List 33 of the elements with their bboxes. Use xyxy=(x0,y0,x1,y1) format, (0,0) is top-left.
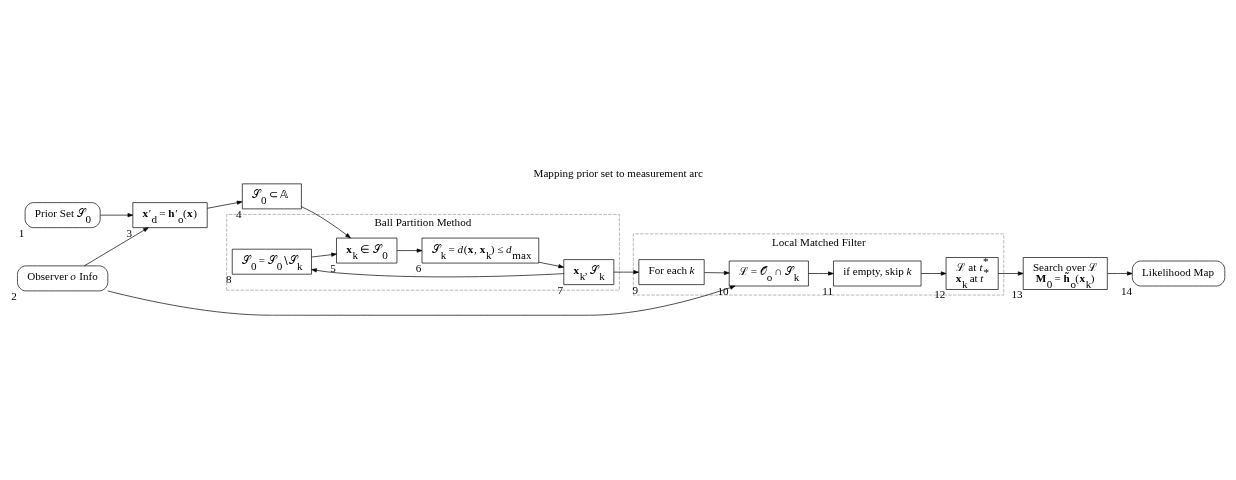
arrow xyxy=(301,205,351,238)
arrow xyxy=(100,212,134,217)
node-label: 9 xyxy=(632,283,639,296)
arrow xyxy=(920,270,947,276)
node-box: For each k xyxy=(638,258,705,285)
node-label: 7 xyxy=(557,283,564,296)
node-label: 4 xyxy=(236,207,242,220)
node-label: 13 xyxy=(1011,287,1023,300)
node-label: 1 xyxy=(18,226,25,239)
arrow xyxy=(1107,270,1133,276)
node-label: 8 xyxy=(225,272,232,285)
node-label: 2 xyxy=(11,289,17,302)
arrow xyxy=(613,269,639,274)
node-box: Likelihood Map xyxy=(1132,260,1226,286)
node-box: Observer o Info xyxy=(17,265,109,291)
arrow xyxy=(704,270,730,275)
diagram-title: Mapping prior set to measurement arc xyxy=(533,166,703,179)
arrow xyxy=(998,270,1024,276)
arrow xyxy=(396,248,423,253)
arrow xyxy=(311,267,565,277)
arrow xyxy=(206,200,243,209)
node-label: 11 xyxy=(822,284,834,297)
node-label: 6 xyxy=(415,261,422,274)
node-label: 3 xyxy=(126,226,133,239)
arrow xyxy=(808,270,834,276)
node-label: 5 xyxy=(330,261,336,274)
node-label: 10 xyxy=(717,284,729,297)
node-box: if empty, skip k xyxy=(833,260,922,286)
arrow xyxy=(107,285,736,316)
arrow xyxy=(84,226,149,266)
arrow xyxy=(538,261,564,268)
arrow xyxy=(311,252,337,257)
node-label: 14 xyxy=(1120,284,1132,297)
